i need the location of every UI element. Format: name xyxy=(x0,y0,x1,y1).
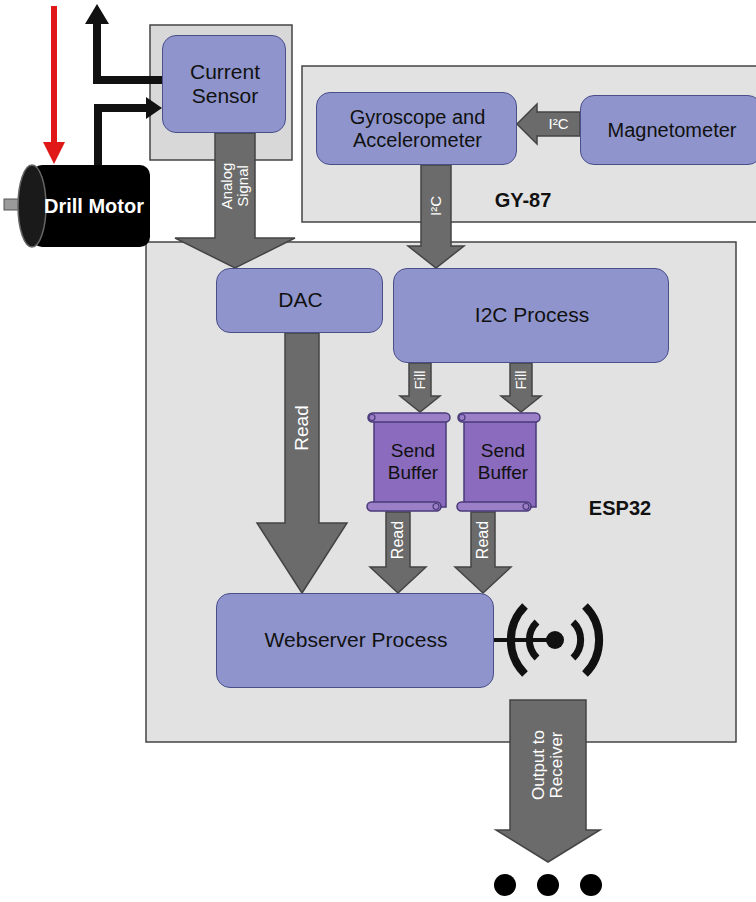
panel-ground xyxy=(302,66,756,222)
sensor-box: Gyroscope and Accelerometer xyxy=(316,92,517,165)
output-arrow xyxy=(496,700,600,862)
node-label: Magnetometer xyxy=(608,119,737,142)
data-arrow xyxy=(400,363,440,412)
output-wire-arrowhead xyxy=(85,4,109,24)
fat-arrow xyxy=(517,104,580,144)
process-box: Webserver Process xyxy=(216,593,494,688)
wire-line xyxy=(98,108,148,165)
data-arrow xyxy=(517,104,580,144)
sensor-box: Magnetometer xyxy=(580,95,756,165)
fat-arrow xyxy=(408,165,464,268)
mcu-panel: DAC I2C ProcessSend Buffer Send BufferWebs… xyxy=(146,242,736,742)
node-label: Send Buffer xyxy=(466,440,540,484)
data-arrow xyxy=(175,133,295,268)
panel-ground xyxy=(146,242,736,742)
fat-arrow xyxy=(257,333,347,593)
antenna-dot xyxy=(546,631,564,649)
signal-label: Read xyxy=(292,405,312,450)
motor-cylinder xyxy=(32,165,150,247)
node-label: Drill Motor xyxy=(44,195,144,218)
scroll-roll xyxy=(457,502,531,511)
antenna-lead xyxy=(494,638,552,642)
node-label: Webserver Process xyxy=(265,628,448,652)
node-label: DAC xyxy=(278,288,322,312)
scroll-curl xyxy=(433,504,439,510)
fat-arrow xyxy=(400,363,440,412)
output-label: Output to Receiver xyxy=(530,720,566,810)
scroll-curl xyxy=(369,415,375,421)
panel-title: GY-87 xyxy=(495,189,552,212)
data-arrow xyxy=(408,165,464,268)
data-arrow xyxy=(455,512,511,593)
scroll-curl xyxy=(459,415,465,421)
data-arrow xyxy=(370,512,426,593)
panel-title: ESP32 xyxy=(589,497,651,520)
power-wire xyxy=(51,6,57,146)
node-label: Send Buffer xyxy=(376,440,450,484)
process-box: I2C Process xyxy=(393,268,669,363)
wire-arrowhead xyxy=(146,97,162,119)
fat-arrow xyxy=(370,512,426,593)
signal-label: Read xyxy=(390,520,407,558)
fat-arrow xyxy=(455,512,511,593)
scroll-roll xyxy=(367,502,441,511)
signal-label: I²C xyxy=(428,196,444,216)
signal-label: I²C xyxy=(549,116,569,132)
drill-motor: Drill Motor xyxy=(18,165,154,247)
sensor-box: Current Sensor xyxy=(162,35,286,133)
motor-face xyxy=(18,165,46,247)
data-arrow xyxy=(501,363,541,412)
signal-label: Fill xyxy=(513,370,529,389)
wifi-wave xyxy=(511,606,599,674)
scroll-roll xyxy=(458,413,540,422)
signal-label: Fill xyxy=(412,370,428,389)
signal-label: Read xyxy=(475,520,492,558)
data-arrow xyxy=(257,333,347,593)
buffer-scroll: Send Buffer xyxy=(366,412,458,512)
node-label: Gyroscope and Accelerometer xyxy=(327,106,508,152)
node-label: I2C Process xyxy=(475,303,589,327)
ellipsis-dot xyxy=(580,874,602,896)
wifi-wave xyxy=(529,622,580,658)
scroll-curl xyxy=(523,504,529,510)
fat-arrow xyxy=(175,133,295,268)
scroll-roll xyxy=(368,413,450,422)
module-panel: Gyroscope and Accelerometer MagnetometerG… xyxy=(302,66,756,222)
power-arrowhead xyxy=(43,142,65,164)
process-box: DAC xyxy=(216,268,383,333)
signal-label: Analog Signal xyxy=(219,155,251,217)
ellipsis-dot xyxy=(494,874,516,896)
ellipsis-dot xyxy=(537,874,559,896)
node-label: Current Sensor xyxy=(173,60,277,108)
fat-arrow xyxy=(501,363,541,412)
output-wire xyxy=(97,22,162,80)
signal-wire xyxy=(98,97,162,165)
buffer-scroll: Send Buffer xyxy=(456,412,548,512)
